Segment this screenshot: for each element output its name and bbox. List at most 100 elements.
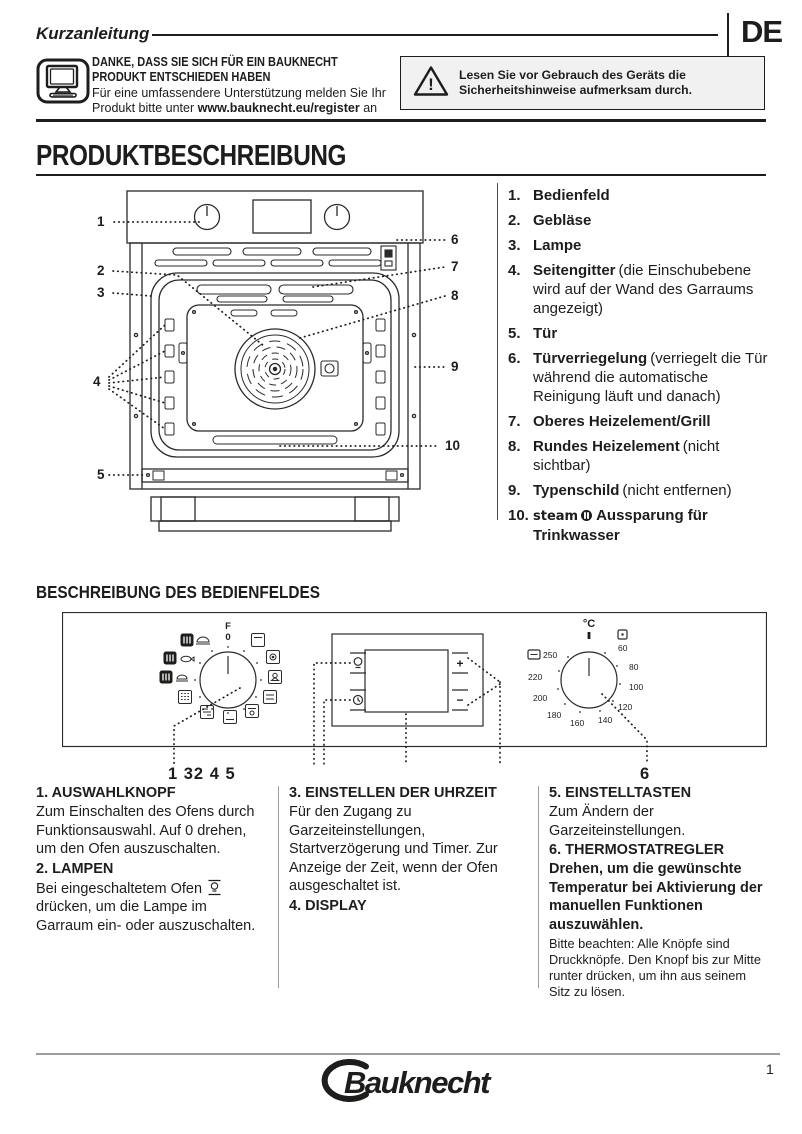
selector-f-mark: F	[225, 621, 231, 632]
col3-heading-2: 6. THERMOSTATREGLER	[549, 842, 725, 858]
steam-function-icon	[163, 651, 195, 665]
callout-number-right: 6	[640, 765, 649, 782]
water-cutout	[212, 435, 338, 445]
function-selector-knob	[194, 646, 262, 714]
col3-body-2: Drehen, um die gewünschte Temperatur bei…	[549, 861, 763, 933]
col2-body-1: Für den Zugang zu Garzeiteinstellungen, …	[289, 804, 498, 894]
thermostat-unit: °C	[583, 618, 595, 630]
header-rule	[152, 34, 718, 36]
part-name: Seitengitter	[533, 262, 616, 279]
col1-body-2-pre: Bei eingeschaltetem Ofen	[36, 880, 207, 897]
page-number: 1	[766, 1061, 774, 1077]
turbo-grill-function-icon	[245, 704, 259, 718]
part-number: 7.	[508, 413, 521, 430]
part-note: (die Einschubebene wird auf der Wand des…	[533, 262, 754, 317]
temp-mark: 80	[629, 662, 639, 672]
part-name: Oberes Heizelement/Grill	[533, 413, 711, 430]
lamp-icon	[208, 879, 221, 895]
product-title-rule	[36, 174, 766, 176]
temp-mark: 140	[598, 715, 612, 725]
column-divider	[538, 786, 539, 988]
thanks-title: DANKE, DASS SIE SICH FÜR EIN BAUKNECHT P…	[92, 55, 338, 84]
part-name: Typenschild	[533, 482, 620, 499]
part-note: (verriegelt die Tür während die automati…	[533, 350, 768, 405]
steam-function-icon	[180, 633, 210, 647]
part-name: Bedienfeld	[533, 187, 610, 204]
brand-logo: Bauknecht	[320, 1057, 510, 1110]
product-section-title: PRODUKTBESCHREIBUNG	[36, 140, 347, 172]
steam-logo: steam	[533, 509, 579, 524]
temp-mark: 220	[528, 672, 542, 682]
oven-control-panel	[126, 190, 424, 244]
bottom-heat-function-icon	[223, 710, 237, 724]
part-note: (nicht entfernen)	[622, 482, 732, 499]
part-number: 1.	[508, 187, 521, 204]
part-name: Tür	[533, 325, 558, 342]
thanks-body: Für eine umfassendere Unterstützung meld…	[92, 86, 424, 116]
control-panel-figure: F 0	[62, 612, 767, 782]
brand-wordmark: Bauknecht	[344, 1065, 492, 1100]
list-item: 2.Gebläse	[508, 211, 768, 230]
part-number: 9.	[508, 482, 521, 499]
oven-lamp	[320, 360, 339, 377]
part-name: Türverriegelung	[533, 350, 648, 367]
diagram-label: 1	[97, 214, 105, 229]
part-number: 10.	[508, 507, 529, 524]
section-rule	[36, 119, 766, 122]
part-number: 4.	[508, 262, 521, 279]
warning-triangle-icon: !	[413, 65, 449, 102]
list-item: 3. Lampe	[508, 236, 768, 255]
col3-note: Bitte beachten: Alle Knöpfe sind Druckkn…	[549, 936, 761, 999]
part-name: Lampe	[533, 237, 582, 254]
list-divider	[497, 183, 498, 520]
door-lock	[380, 245, 397, 271]
part-number: 5.	[508, 325, 521, 342]
col1-heading-1: 1. AUSWAHLKNOPF	[36, 785, 176, 801]
diagram-label: 10	[445, 438, 460, 453]
part-number: 3.	[508, 237, 521, 254]
oven-diagram: 1 2 3 4 5 6 7 8 9 10	[93, 190, 460, 532]
callout-numbers-left: 1 32 4 5	[168, 765, 236, 782]
column-thermostat: 5. EINSTELLTASTEN Zum Ändern der Garzeit…	[549, 784, 769, 1001]
shelf-rails	[164, 318, 386, 436]
parts-list: 1. Bedienfeld 2.Gebläse 3. Lampe 4. Seiteng…	[508, 186, 768, 551]
part-number: 8.	[508, 438, 521, 455]
grill-function-icon	[263, 690, 277, 704]
temp-mark: 60	[618, 643, 628, 653]
col1-body-1: Zum Einschalten des Ofens durch Funktion…	[36, 804, 255, 857]
steam-logo-icon	[581, 510, 593, 521]
footer-rule	[36, 1053, 780, 1055]
doc-type-title: Kurzanleitung	[36, 24, 150, 43]
upper-heating-element	[196, 284, 354, 303]
col1-body-2: Bei eingeschaltetem Ofen drücken, um die…	[36, 879, 264, 936]
temp-mark: 120	[618, 702, 632, 712]
thanks-body-post: an	[359, 101, 378, 115]
display-screen	[364, 649, 449, 713]
list-item: 8.Rundes Heizelement(nicht sichtbar)	[508, 437, 768, 475]
plus-button: +	[452, 652, 468, 674]
diagram-label: 4	[93, 374, 101, 389]
list-item: 9. Typenschild(nicht entfernen)	[508, 481, 768, 500]
list-item: 6.Türverriegelung(verriegelt die Tür wäh…	[508, 349, 768, 406]
clock-button	[350, 689, 366, 711]
defrost-function-icon	[178, 690, 192, 704]
col1-body-2-post: drücken, um die Lampe im Garraum ein- od…	[36, 899, 256, 934]
list-item: 5. Tür	[508, 324, 768, 343]
diagram-label: 9	[451, 359, 459, 374]
minus-label: −	[456, 693, 463, 707]
diagram-label: 2	[97, 263, 105, 278]
fan	[234, 328, 316, 410]
thanks-block: DANKE, DASS SIE SICH FÜR EIN BAUKNECHT P…	[92, 55, 437, 116]
clean-function-icon	[200, 705, 214, 719]
warning-text: Lesen Sie vor Gebrauch des Geräts die Si…	[459, 68, 693, 97]
list-item: 7. Oberes Heizelement/Grill	[508, 412, 768, 431]
part-note: (nicht sichtbar)	[533, 438, 720, 474]
column-uhrzeit: 3. EINSTELLEN DER UHRZEIT Für den Zugang…	[289, 784, 517, 916]
language-code: DE	[741, 14, 783, 49]
fan-function-icon	[266, 650, 280, 664]
list-item: 4. Seitengitter(die Einschubebene wird au…	[508, 261, 768, 318]
steam-function-icon	[159, 670, 188, 684]
register-link[interactable]: www.bauknecht.eu/register	[197, 101, 360, 115]
